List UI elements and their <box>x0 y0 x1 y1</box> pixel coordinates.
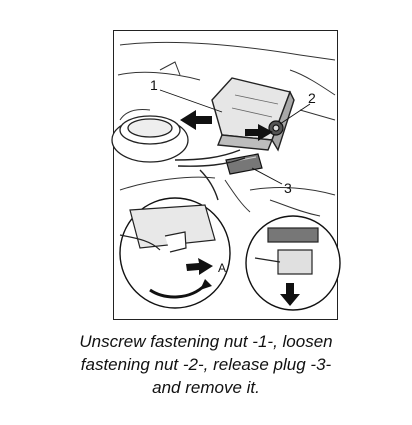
callout-1: 1 <box>150 77 158 93</box>
control-unit <box>211 77 295 152</box>
detail-a-arrow <box>186 258 213 275</box>
arrow-right <box>245 124 273 141</box>
caption: Unscrew fastening nut -1-, loosen fasten… <box>0 330 412 399</box>
rotate-arrowhead <box>200 279 212 290</box>
detail-a-linework <box>119 204 216 253</box>
caption-line-2: fastening nut -2-, release plug -3- <box>80 355 332 374</box>
fastening-nut-2 <box>268 120 284 136</box>
callout-a: A <box>218 261 226 275</box>
push-down-arrow <box>280 283 300 306</box>
callout-2: 2 <box>308 90 316 106</box>
arrow-left <box>180 110 212 130</box>
caption-line-3: and remove it. <box>152 378 260 397</box>
detail-b-linework <box>254 227 319 275</box>
rotate-arrow <box>149 283 207 299</box>
leader-lines <box>159 89 311 185</box>
reservoir-cap <box>111 115 189 163</box>
plug-3 <box>225 153 263 175</box>
caption-line-1: Unscrew fastening nut -1-, loosen <box>79 332 333 351</box>
callout-3: 3 <box>284 180 292 196</box>
harness <box>174 149 246 201</box>
